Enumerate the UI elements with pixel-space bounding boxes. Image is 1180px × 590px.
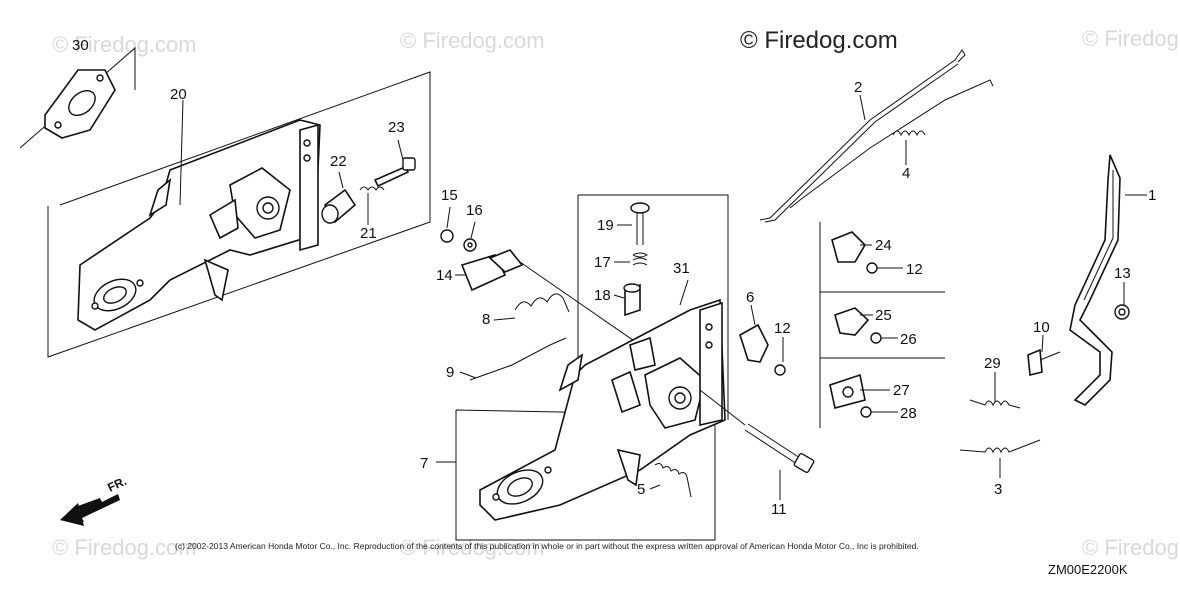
callout-label: 18 bbox=[594, 287, 611, 304]
callout-label: 11 bbox=[771, 501, 787, 518]
callout-label: 27 bbox=[893, 382, 910, 399]
control-lever-1-and-springs bbox=[959, 154, 1147, 478]
callout-label: 6 bbox=[746, 289, 754, 306]
callout-numbers: 1 2 3 4 5 6 7 8 9 10 11 12 12 13 14 15 1… bbox=[72, 37, 1156, 518]
watermark-faint: © Firedog.com bbox=[400, 535, 545, 560]
watermark-faint: © Firedog.com bbox=[400, 28, 545, 53]
callout-label: 22 bbox=[330, 153, 347, 170]
watermark-faint: © Firedog.com bbox=[1082, 26, 1180, 51]
callout-label: 29 bbox=[984, 355, 1001, 372]
callout-label: 10 bbox=[1033, 319, 1050, 336]
callout-label: 31 bbox=[673, 260, 690, 277]
callout-label: 30 bbox=[72, 37, 89, 54]
callout-label: 8 bbox=[482, 311, 490, 328]
callout-label: 20 bbox=[170, 86, 187, 103]
watermark-main: © Firedog.com bbox=[740, 27, 898, 54]
callout-label: 1 bbox=[1148, 187, 1156, 204]
callout-label: 24 bbox=[875, 237, 892, 254]
callout-label: 19 bbox=[597, 217, 614, 234]
collar-spring-bolt-22-21-23 bbox=[321, 139, 416, 225]
callout-label: 4 bbox=[902, 165, 910, 182]
callout-label: 21 bbox=[360, 225, 377, 242]
front-direction-arrow: FR. bbox=[60, 474, 129, 526]
callout-label: 25 bbox=[875, 307, 892, 324]
callout-label: 28 bbox=[900, 405, 917, 422]
control-base-assembly-left bbox=[47, 71, 431, 358]
watermark-faint: © Firedog.com bbox=[52, 535, 197, 560]
callout-label: 3 bbox=[994, 481, 1002, 498]
control-base-assembly-center bbox=[436, 194, 729, 541]
callout-label: 5 bbox=[637, 481, 645, 498]
callout-label: 14 bbox=[436, 267, 453, 284]
watermark-faint: © Firedog.com bbox=[1082, 535, 1180, 560]
screw-spring-collar-19-17-18-5 bbox=[613, 202, 692, 498]
callout-label: 23 bbox=[388, 119, 405, 136]
holder-screw-bolt-6-12-11 bbox=[699, 304, 815, 500]
callout-label: 12 bbox=[906, 261, 923, 278]
watermark-faint: © Firedog.com bbox=[52, 32, 197, 57]
copyright-notice: (c) 2002-2013 American Honda Motor Co., … bbox=[175, 541, 919, 551]
callout-label: 2 bbox=[854, 79, 862, 96]
direction-label: FR. bbox=[105, 474, 128, 495]
callout-label: 16 bbox=[466, 202, 483, 219]
callout-label: 17 bbox=[594, 254, 611, 271]
callout-label: 15 bbox=[441, 187, 458, 204]
cable-holders-24-28 bbox=[819, 222, 945, 428]
callout-label: 13 bbox=[1114, 265, 1131, 282]
diagram-code: ZM00E2200K bbox=[1048, 562, 1128, 577]
callout-label: 12 bbox=[774, 320, 791, 337]
callout-label: 7 bbox=[420, 455, 428, 472]
callout-label: 26 bbox=[900, 331, 917, 348]
throttle-rods-2-4 bbox=[759, 49, 994, 223]
switch-and-spring-parts bbox=[440, 206, 641, 381]
gasket-part-30 bbox=[19, 46, 136, 149]
callout-label: 9 bbox=[446, 364, 454, 381]
